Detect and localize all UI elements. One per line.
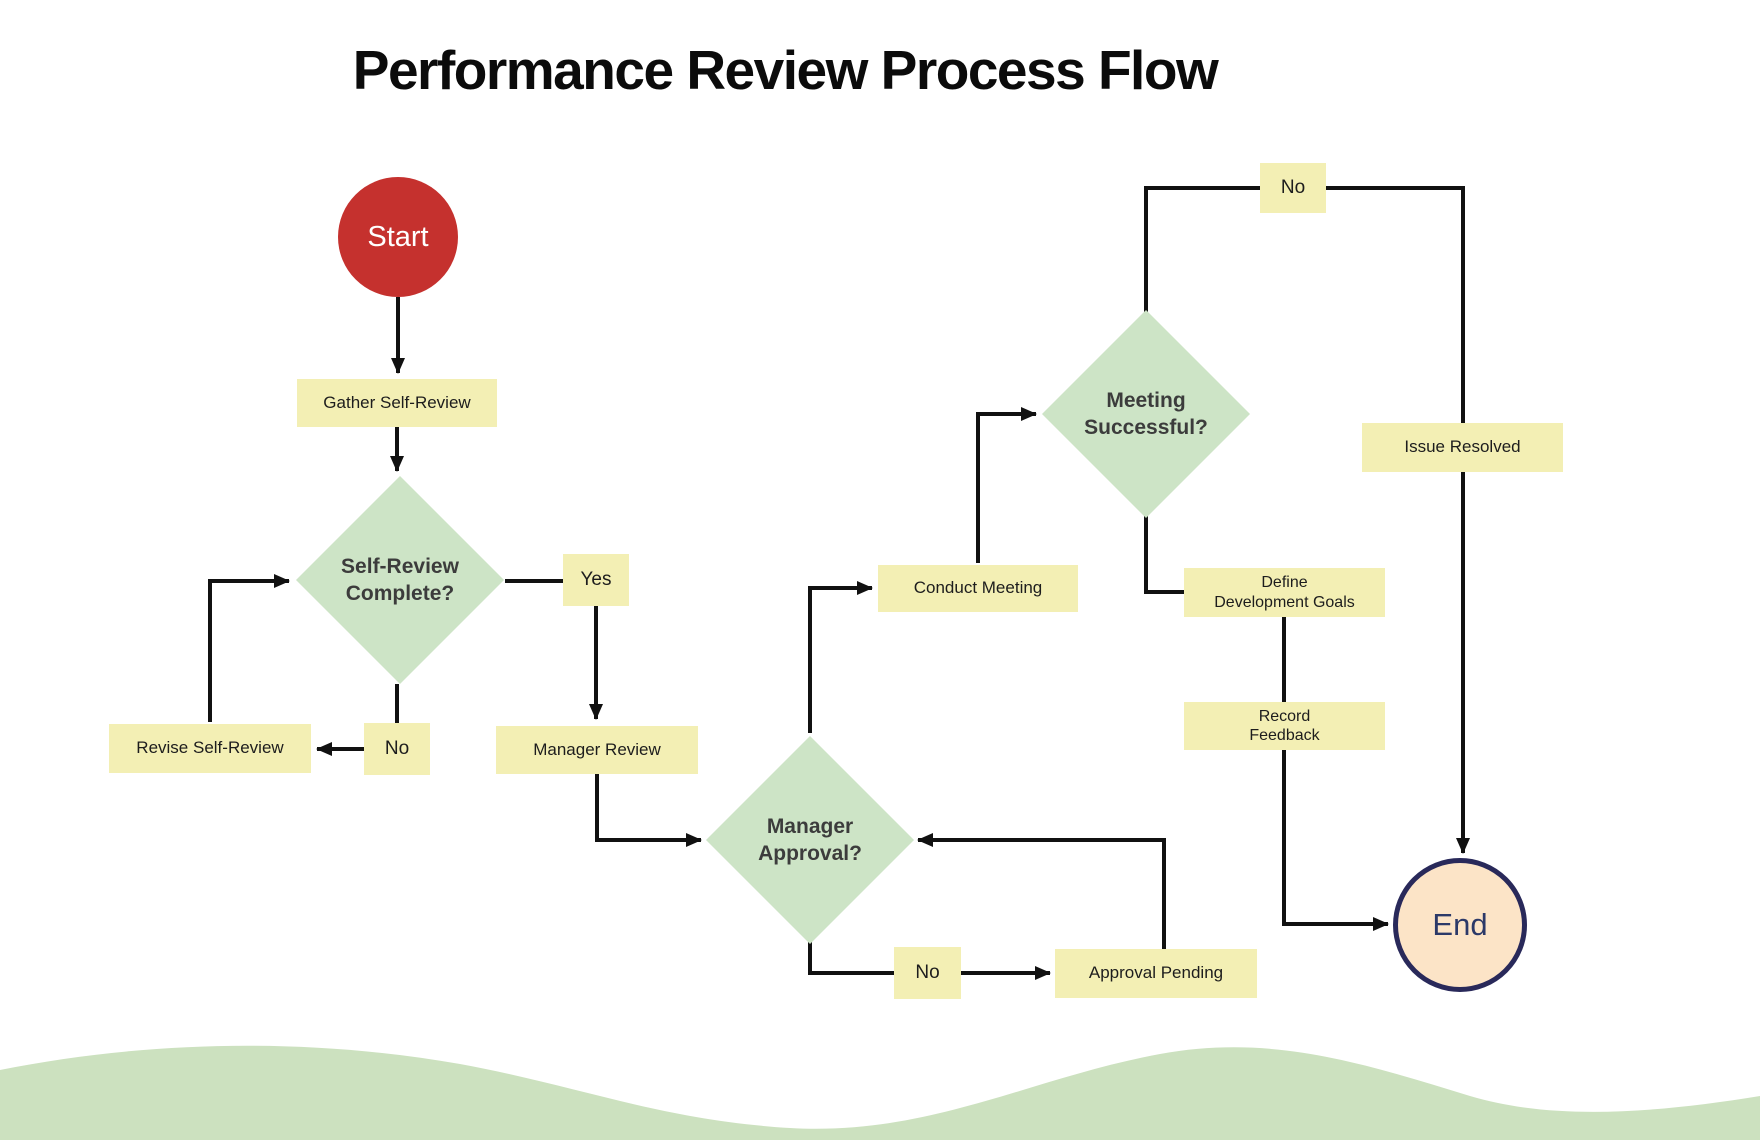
- diagram-title: Performance Review Process Flow: [352, 39, 1219, 101]
- label-no-3: No: [894, 947, 961, 999]
- label-no-2: No: [1260, 163, 1326, 213]
- process-revise-self-review: Revise Self-Review: [109, 724, 311, 773]
- edge-decision2-conduct: [808, 581, 873, 733]
- edge-decision2-no: [808, 941, 896, 975]
- edge-decision3-no-end: [1144, 186, 1470, 854]
- process-define-development-goals: Define Development Goals: [1184, 568, 1385, 617]
- edge-decision3-define: [1144, 516, 1188, 594]
- process-record-feedback: Record Feedback: [1184, 702, 1385, 750]
- process-approval-pending: Approval Pending: [1055, 949, 1257, 998]
- process-manager-review: Manager Review: [496, 726, 698, 774]
- edge-record-end: [1282, 750, 1389, 931]
- edge-conduct-decision3: [976, 407, 1037, 563]
- end-node: End: [1393, 858, 1527, 992]
- edge-revise-decision1: [208, 574, 290, 722]
- edge-manager-review-decision2: [595, 773, 702, 847]
- start-node: Start: [338, 177, 458, 297]
- process-gather-self-review: Gather Self-Review: [297, 379, 497, 427]
- process-conduct-meeting: Conduct Meeting: [878, 565, 1078, 612]
- decorative-wave: [0, 1045, 1760, 1140]
- process-issue-resolved: Issue Resolved: [1362, 423, 1563, 472]
- edge-approval-pending-decision2: [917, 833, 1166, 951]
- label-yes-1: Yes: [563, 554, 629, 606]
- label-no-1: No: [364, 723, 430, 775]
